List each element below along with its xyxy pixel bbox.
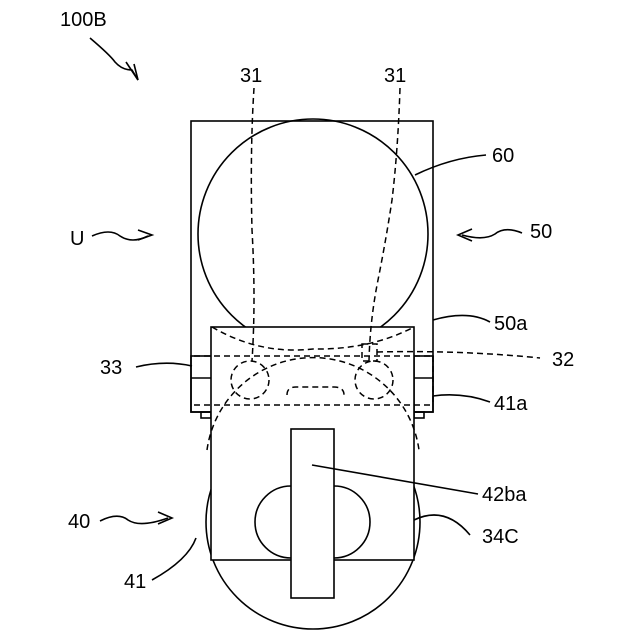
blade-42ba — [291, 429, 334, 598]
cable-31-right — [369, 88, 400, 361]
label-42ba: 42ba — [482, 484, 527, 506]
leader-60 — [415, 155, 486, 175]
label-41a: 41a — [494, 393, 528, 415]
right-tab — [414, 412, 424, 418]
leader-34c — [414, 515, 470, 535]
leader-33 — [136, 363, 192, 367]
label-60: 60 — [492, 145, 514, 167]
arrow-100b — [126, 62, 138, 80]
arrow-40 — [100, 516, 168, 523]
right-flange — [414, 356, 433, 412]
label-100b: 100B — [60, 9, 107, 31]
label-32: 32 — [552, 349, 574, 371]
left-tab — [201, 412, 211, 418]
arrow-50 — [462, 230, 522, 238]
label-40: 40 — [68, 511, 90, 533]
label-31-left: 31 — [240, 65, 262, 87]
leader-100b — [90, 38, 138, 80]
leader-41 — [152, 538, 196, 580]
circle-60 — [198, 119, 428, 349]
leader-41a — [433, 395, 490, 402]
label-u: U — [70, 228, 84, 250]
label-31-right: 31 — [384, 65, 406, 87]
label-41: 41 — [124, 571, 146, 593]
left-flange — [191, 356, 212, 412]
arrowhead-u — [138, 230, 152, 240]
label-33: 33 — [100, 357, 122, 379]
cable-31-left — [251, 88, 254, 361]
label-50a: 50a — [494, 313, 528, 335]
label-34c: 34C — [482, 526, 519, 548]
leader-50a — [433, 315, 490, 322]
arrowhead-40 — [158, 512, 172, 524]
label-50: 50 — [530, 221, 552, 243]
